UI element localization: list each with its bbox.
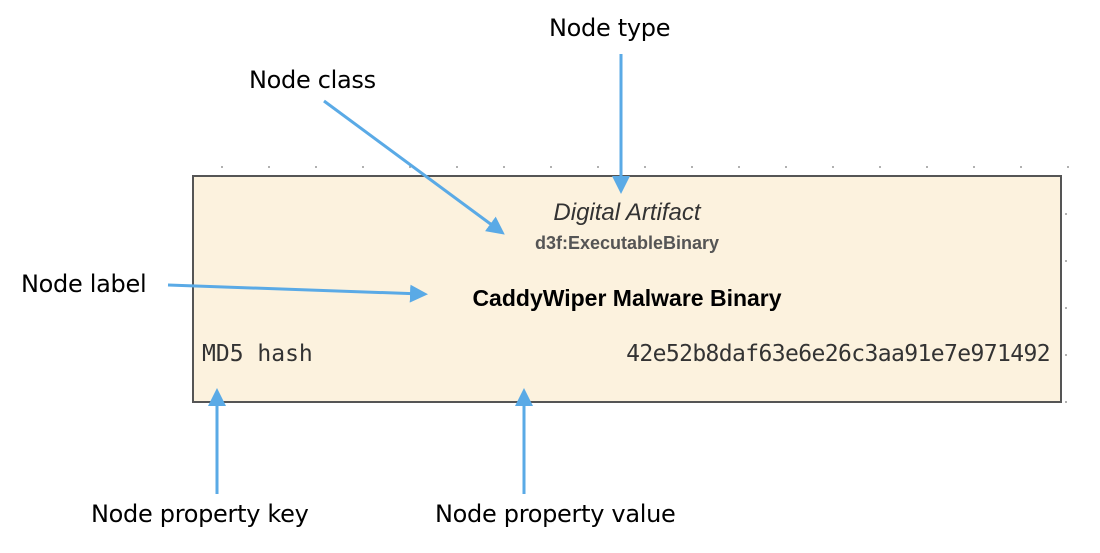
grid-dot — [738, 166, 740, 168]
grid-dot — [550, 166, 552, 168]
grid-dot — [503, 166, 505, 168]
callout-node-class: Node class — [249, 66, 376, 94]
grid-dot — [1065, 401, 1067, 403]
grid-dot — [221, 166, 223, 168]
grid-dot — [409, 166, 411, 168]
grid-dot — [832, 166, 834, 168]
grid-dot — [456, 166, 458, 168]
grid-dot — [315, 166, 317, 168]
node-label: CaddyWiper Malware Binary — [472, 285, 782, 311]
grid-dot — [597, 166, 599, 168]
grid-dot — [1065, 307, 1067, 309]
grid-dot — [1065, 260, 1067, 262]
node-type: Digital Artifact — [553, 199, 701, 226]
callout-property-key: Node property key — [91, 500, 309, 528]
grid-dot — [1020, 166, 1022, 168]
grid-dot — [1065, 213, 1067, 215]
grid-dot — [362, 166, 364, 168]
grid-dot — [691, 166, 693, 168]
node-class: d3f:ExecutableBinary — [534, 233, 720, 253]
grid-dot — [926, 166, 928, 168]
node-property-key: MD5 hash — [202, 341, 313, 367]
grid-dot — [1065, 354, 1067, 356]
callout-property-value: Node property value — [435, 500, 676, 528]
grid-dot — [1067, 166, 1069, 168]
node-property-value: 42e52b8daf63e6e26c3aa91e7e971492 — [626, 341, 1051, 367]
graph-node[interactable]: Digital Artifact d3f:ExecutableBinary Ca… — [192, 175, 1062, 403]
grid-dot — [268, 166, 270, 168]
grid-dot — [644, 166, 646, 168]
grid-dot — [973, 166, 975, 168]
callout-node-type: Node type — [549, 14, 671, 42]
grid-dot — [785, 166, 787, 168]
callout-node-label: Node label — [21, 270, 147, 298]
grid-dot — [879, 166, 881, 168]
